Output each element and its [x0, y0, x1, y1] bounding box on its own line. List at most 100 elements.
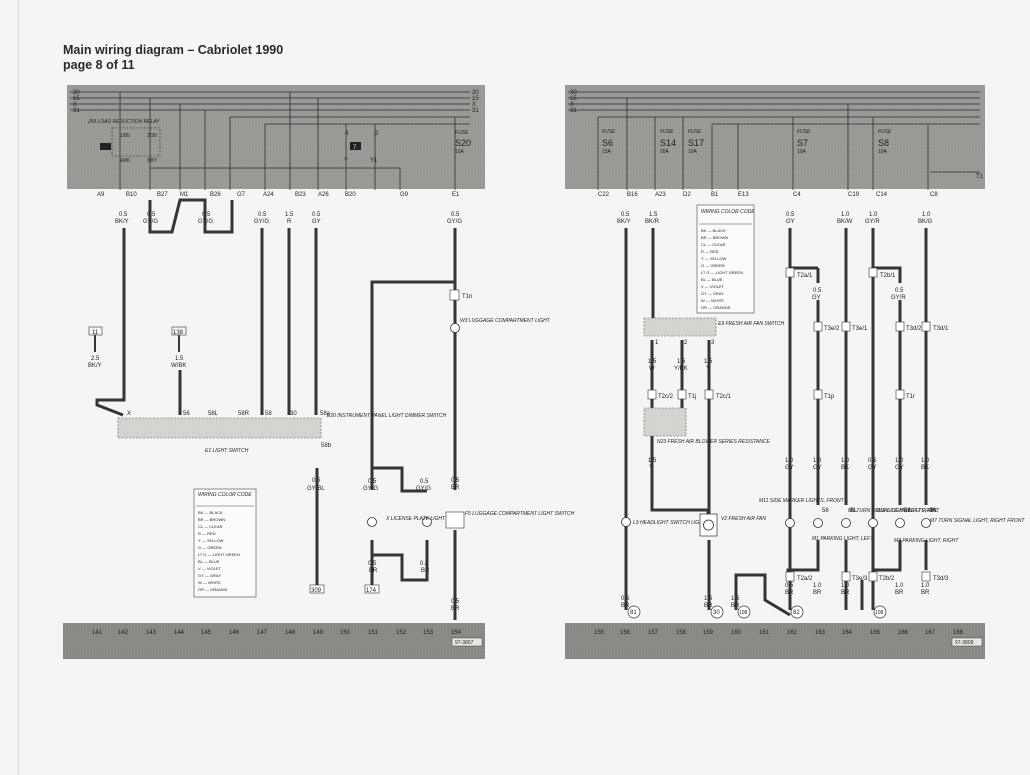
- right-bottom-wire-labels: 0.5 BR 1.5 BR 1.5 BR 0.5 BR 1.0 BR 1.0 B…: [621, 583, 930, 609]
- ground-number: 160: [731, 630, 742, 636]
- right-bus-label-x: X: [570, 102, 574, 108]
- lower-wire-size-3: 1.0: [841, 458, 850, 464]
- left-bus-label-30: 30: [73, 90, 80, 96]
- fuse-s14-label: FUSE: [660, 129, 674, 135]
- right-legend-entry: LT G — LIGHT GREEN: [701, 270, 743, 275]
- left-bus-label-30-right: 30: [472, 90, 479, 96]
- connector-a24: A24: [263, 192, 274, 198]
- left-legend-title: WIRING COLOR CODE: [198, 492, 252, 498]
- t1j-label: T1j: [688, 394, 696, 400]
- left-bus-label-31-right: 31: [472, 108, 479, 114]
- switch-terminal-58b: 58b: [321, 443, 332, 449]
- circle-ref: [710, 605, 724, 619]
- fuse-s14-id: S14: [660, 138, 676, 148]
- box-7: [350, 142, 361, 150]
- fan-wire-color-2: Y/BK: [674, 366, 688, 372]
- terminal-2: 2: [375, 131, 379, 137]
- circle-ref-108b: 108: [875, 610, 884, 616]
- wire-size-7: 0.5: [451, 212, 460, 218]
- t1n-label: T1n: [462, 294, 472, 300]
- wire-size-4: 0.5: [258, 212, 267, 218]
- license-plate-bulb-right-icon: [422, 517, 432, 527]
- w3-bulb-icon: [450, 323, 460, 333]
- n23-resistor-label: N23 FRESH AIR BLOWER SERIES RESISTANCE: [657, 439, 770, 445]
- ground-number: 168: [953, 630, 964, 636]
- lower-wire-size-6: 1.0: [921, 458, 930, 464]
- br-wire-color-f5: BR: [451, 485, 460, 491]
- right-wire-size-6: 1.0: [922, 212, 931, 218]
- left-bus-lines: [70, 91, 470, 111]
- circle-ref: [790, 605, 804, 619]
- fuse-s6-label: FUSE: [602, 129, 616, 135]
- right-relay-panel: [565, 85, 985, 189]
- m1-terminal-58: 58: [822, 508, 829, 514]
- ref-box-174: [364, 584, 380, 594]
- lower-wire-color-5: GY: [895, 465, 904, 471]
- left-connector-row: A9 B10 B27 M1 B26 G7 A24 B23 A26 B20 G9 …: [97, 192, 460, 198]
- lower-wire-size-2: 1.0: [813, 458, 822, 464]
- lower-wire-color-6: BK: [921, 465, 929, 471]
- wire-color-6: GY: [312, 219, 321, 225]
- right-wire-color-2: BK/R: [645, 219, 660, 225]
- connector-b26: B26: [210, 192, 221, 198]
- left-legend-entry: G — GREEN: [198, 545, 222, 550]
- gybl-wire-color: GY/BL: [307, 486, 325, 492]
- left-diagram: 30 15 X 31 30 15 X 31 J59 LOAD REDUCTION…: [63, 85, 575, 659]
- bottom-wire-color-3: BR: [731, 603, 740, 609]
- ground-number: 158: [676, 630, 687, 636]
- fuse-s20-rating: 10A: [455, 149, 465, 155]
- bottom-wire-color-4: BR: [785, 590, 794, 596]
- v2-fresh-air-fan-label: V2 FRESH AIR FAN: [721, 516, 766, 522]
- fan-wire-size-1: 1.5: [648, 359, 657, 365]
- right-ground-numbers: 155 156 157 158 159 160 161 162 163 164 …: [594, 630, 964, 636]
- right-wire-size-1: 0.5: [621, 212, 630, 218]
- gy-color: GY: [812, 295, 821, 301]
- left-legend-entry: CL — CLEAR: [198, 524, 223, 529]
- connector-c19: C19: [848, 192, 860, 198]
- license-plate-bulb-left-icon: [367, 517, 377, 527]
- t2c2-label: T2c/2: [658, 394, 674, 400]
- right-wire-size-4: 1.0: [841, 212, 850, 218]
- f5-switch-body: [445, 511, 465, 529]
- j59-relay-outline: [111, 127, 161, 157]
- switch-terminal-58r: 58R: [238, 411, 250, 417]
- t2a2-connector: [785, 571, 795, 582]
- circle-ref-81: 81: [630, 610, 637, 616]
- left-sheet-code: 97-3807: [455, 640, 474, 646]
- ground-number: 155: [594, 630, 605, 636]
- right-sheet-code: 97-3808: [955, 640, 974, 646]
- circle-ref: [737, 605, 751, 619]
- bottom-wire-size-2: 1.5: [704, 596, 713, 602]
- connector-e13: E13: [738, 192, 749, 198]
- left-thick-wires: [95, 198, 457, 620]
- connector-b27: B27: [157, 192, 168, 198]
- ground-number: 166: [898, 630, 909, 636]
- connector-c8: C8: [930, 192, 938, 198]
- box-7-label: 7: [353, 145, 357, 151]
- t3e1-connector: [841, 321, 851, 332]
- fuse-s8-label: FUSE: [878, 129, 892, 135]
- left-legend-entries: BK — BLACK BR — BROWN CL — CLEAR R — RED…: [198, 510, 240, 592]
- fuse-s8-id: S8: [878, 138, 889, 148]
- ground-number: 165: [870, 630, 881, 636]
- m3-terminal-58: 58: [904, 508, 911, 514]
- m3-bulb-icon: [895, 518, 905, 528]
- license-plate-light-label: X LICENSE PLATE LIGHT: [385, 516, 446, 522]
- lower-wire-color-2: GY: [813, 465, 822, 471]
- t3d1-label: T3d/1: [933, 326, 949, 332]
- right-bus-label-31: 31: [570, 108, 577, 114]
- fuse-s7-rating: 10A: [797, 149, 807, 155]
- connector-b16: B16: [627, 192, 638, 198]
- e20-dimmer-label: E20 INSTRUMENT PANEL LIGHT DIMMER SWITCH: [327, 413, 447, 419]
- ground-number: 151: [368, 630, 379, 636]
- ground-number: 153: [423, 630, 434, 636]
- bottom-wire-size-5: 1.0: [813, 583, 822, 589]
- wire-color-3: GY/G: [198, 219, 213, 225]
- left-relay-panel: [67, 85, 485, 189]
- right-legend-entry: V — VIOLET: [701, 284, 725, 289]
- switch-terminal-58l: 58L: [208, 411, 219, 417]
- right-lower-wire-labels: 1.0 GY 1.0 GY 1.0 BK 0.5 GY 1.0 GY 1.0 B…: [785, 458, 930, 471]
- connector-c14: C14: [876, 192, 888, 198]
- right-legend-entry: OR — ORANGE: [701, 305, 731, 310]
